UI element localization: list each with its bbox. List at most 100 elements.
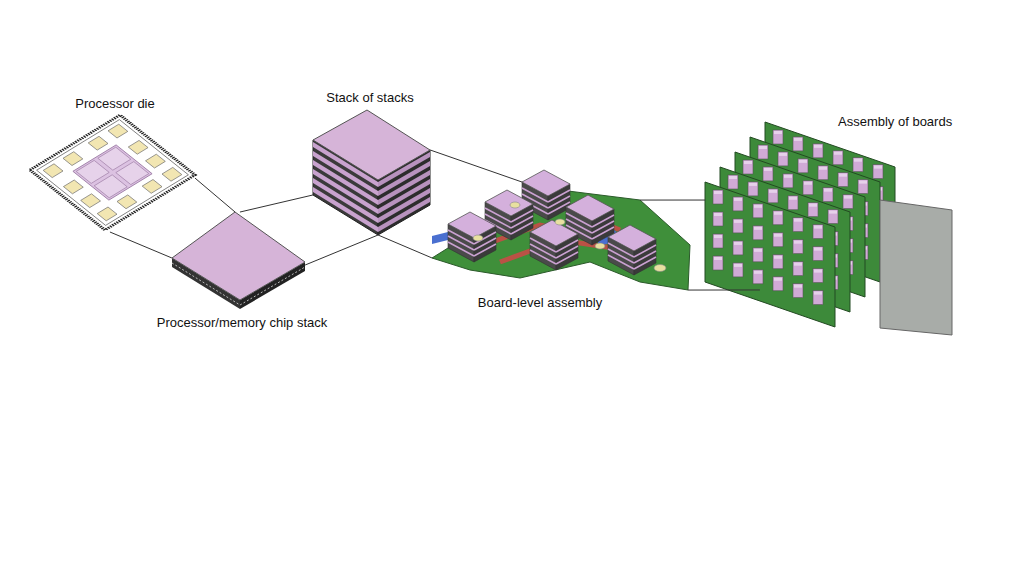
module bbox=[803, 181, 813, 195]
module-top bbox=[814, 145, 822, 148]
module-top bbox=[794, 138, 802, 141]
illustration-part: Processor/memory chip stack bbox=[145, 205, 340, 333]
zoom-line bbox=[240, 195, 378, 265]
module-top bbox=[854, 159, 862, 162]
module-top bbox=[714, 213, 722, 216]
module bbox=[873, 165, 883, 179]
module-top bbox=[794, 241, 802, 244]
module-top bbox=[734, 198, 742, 201]
part-label: Processor/memory chip stack bbox=[155, 315, 330, 331]
module bbox=[713, 212, 723, 226]
zoom-line bbox=[110, 178, 235, 258]
module-top bbox=[814, 226, 822, 229]
module-top bbox=[774, 131, 782, 134]
module bbox=[753, 270, 763, 284]
module bbox=[733, 241, 743, 255]
illustration-part: Processor die bbox=[28, 92, 198, 234]
module-top bbox=[844, 196, 852, 199]
module-top bbox=[814, 248, 822, 251]
stack-of-stacks bbox=[313, 110, 430, 235]
module bbox=[813, 247, 823, 261]
illustration-part: Assembly of boards bbox=[695, 92, 960, 337]
module-top bbox=[824, 189, 832, 192]
module-top bbox=[794, 285, 802, 288]
module-top bbox=[774, 234, 782, 237]
module bbox=[743, 160, 753, 174]
stack-layer bbox=[313, 178, 378, 223]
module-top bbox=[774, 256, 782, 259]
module-top bbox=[834, 152, 842, 155]
module bbox=[853, 158, 863, 172]
module bbox=[813, 225, 823, 239]
part-label: Assembly of boards bbox=[836, 114, 954, 130]
module bbox=[773, 211, 783, 225]
part-label: Stack of stacks bbox=[324, 90, 415, 106]
chip-stack bbox=[172, 212, 305, 309]
module bbox=[773, 255, 783, 269]
module bbox=[823, 188, 833, 202]
stack-layer bbox=[378, 197, 430, 232]
module-top bbox=[714, 257, 722, 260]
zoom-line bbox=[640, 200, 760, 290]
module bbox=[838, 173, 848, 187]
module bbox=[813, 291, 823, 305]
module-top bbox=[839, 174, 847, 177]
part-label: Processor die bbox=[73, 96, 156, 112]
module-top bbox=[779, 153, 787, 156]
module-top bbox=[799, 160, 807, 163]
module bbox=[763, 167, 773, 181]
module bbox=[733, 263, 743, 277]
module bbox=[793, 137, 803, 151]
module-top bbox=[774, 212, 782, 215]
module bbox=[778, 152, 788, 166]
module-top bbox=[754, 227, 762, 230]
module-top bbox=[714, 235, 722, 238]
module bbox=[818, 166, 828, 180]
stack-layer bbox=[313, 187, 378, 232]
module bbox=[808, 203, 818, 217]
label-holder: Board-level assembly bbox=[476, 293, 604, 311]
module bbox=[753, 248, 763, 262]
module-top bbox=[829, 211, 837, 214]
module-top bbox=[754, 205, 762, 208]
zoom-line bbox=[378, 150, 522, 258]
module bbox=[773, 130, 783, 144]
module-top bbox=[814, 270, 822, 273]
module-top bbox=[759, 146, 767, 149]
module bbox=[733, 197, 743, 211]
module bbox=[793, 240, 803, 254]
module-top bbox=[744, 161, 752, 164]
module-top bbox=[749, 183, 757, 186]
module bbox=[783, 174, 793, 188]
module bbox=[773, 233, 783, 247]
label-holder: Assembly of boards bbox=[836, 112, 954, 130]
board bbox=[705, 182, 835, 327]
module bbox=[858, 180, 868, 194]
illustration-part: Stack of stacks bbox=[305, 88, 435, 238]
module bbox=[713, 234, 723, 248]
module-top bbox=[734, 242, 742, 245]
part-label: Board-level assembly bbox=[476, 295, 604, 311]
module-top bbox=[754, 249, 762, 252]
module bbox=[793, 218, 803, 232]
module-top bbox=[734, 220, 742, 223]
module bbox=[843, 195, 853, 209]
module bbox=[713, 190, 723, 204]
board-assembly bbox=[432, 170, 690, 290]
module-top bbox=[714, 191, 722, 194]
module bbox=[748, 182, 758, 196]
module-top bbox=[754, 271, 762, 274]
module-top bbox=[859, 181, 867, 184]
module-top bbox=[804, 182, 812, 185]
module bbox=[828, 210, 838, 224]
board-rack bbox=[705, 122, 952, 335]
module bbox=[753, 204, 763, 218]
module bbox=[768, 189, 778, 203]
module bbox=[813, 144, 823, 158]
module-top bbox=[874, 166, 882, 169]
module-top bbox=[764, 168, 772, 171]
module-top bbox=[769, 190, 777, 193]
module-top bbox=[729, 176, 737, 179]
